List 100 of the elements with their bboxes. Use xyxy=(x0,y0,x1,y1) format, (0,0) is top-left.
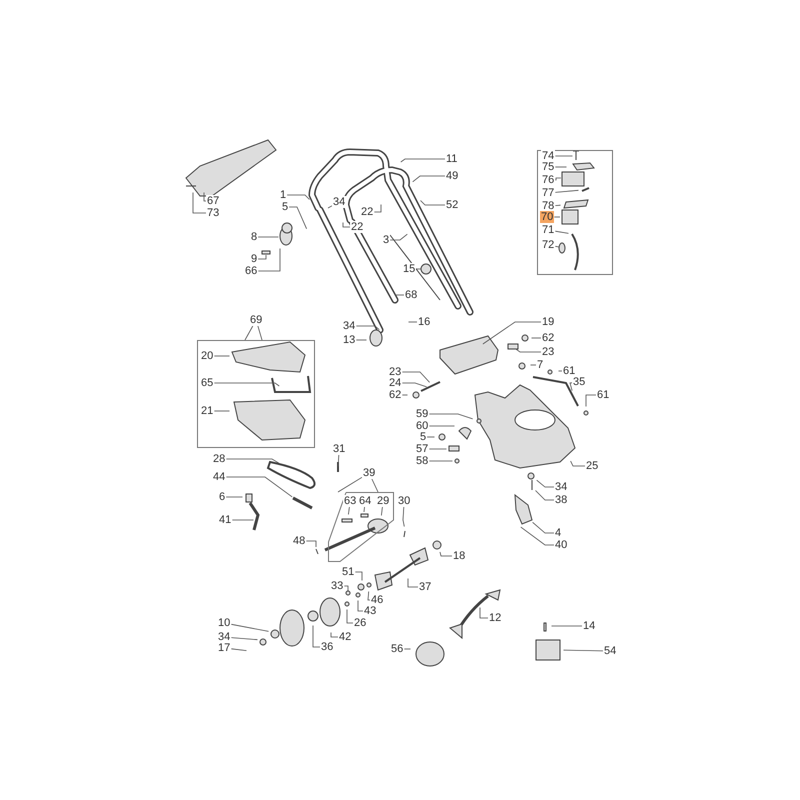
leader-line xyxy=(532,522,554,534)
callout-number: 62 xyxy=(541,332,556,344)
leader-line xyxy=(258,236,279,238)
leader-line xyxy=(226,496,243,498)
callout-number: 73 xyxy=(206,207,220,219)
leader-line xyxy=(554,166,567,168)
callout-number: 52 xyxy=(445,199,460,211)
callout-number: 34 xyxy=(342,320,356,332)
callout-number: 7 xyxy=(536,359,544,371)
callout-number: 22 xyxy=(350,221,364,233)
callout-number: 70 xyxy=(540,211,554,223)
callout-number: 66 xyxy=(244,265,258,277)
callout-number: 75 xyxy=(541,161,556,173)
callout-number: 8 xyxy=(250,231,258,243)
leader-line xyxy=(244,326,254,340)
callout-number: 30 xyxy=(397,495,412,507)
callout-number: 1 xyxy=(279,189,288,201)
callout-number: 63 xyxy=(343,495,358,507)
callout-number: 31 xyxy=(332,443,346,455)
leader-line xyxy=(226,476,293,498)
leader-line xyxy=(402,372,430,383)
leader-line xyxy=(554,178,562,180)
leader-line xyxy=(204,192,206,202)
callout-number: 61 xyxy=(562,365,576,377)
callout-number: 56 xyxy=(390,643,404,655)
group-frame xyxy=(537,150,613,275)
callout-number: 77 xyxy=(541,187,556,199)
leader-line xyxy=(342,222,350,228)
leader-line xyxy=(402,506,405,527)
callout-number: 67 xyxy=(206,195,220,207)
leader-line xyxy=(358,600,364,612)
leader-line xyxy=(364,506,365,512)
leader-line xyxy=(400,158,446,162)
leader-line xyxy=(402,394,408,396)
callout-number: 42 xyxy=(338,631,352,643)
callout-number: 17 xyxy=(217,642,232,654)
callout-number: 13 xyxy=(342,334,356,346)
callout-number: 64 xyxy=(358,495,372,507)
callout-number: 65 xyxy=(200,377,214,389)
leader-line xyxy=(328,205,332,208)
callout-number: 5 xyxy=(419,431,428,443)
leader-line xyxy=(428,414,474,420)
leader-line xyxy=(381,506,383,516)
callout-number: 40 xyxy=(554,539,568,551)
leader-line xyxy=(258,326,262,340)
callout-number: 38 xyxy=(554,494,568,506)
leader-line xyxy=(426,436,435,438)
leader-line xyxy=(356,326,380,330)
callout-number: 15 xyxy=(402,263,416,275)
leader-line xyxy=(440,552,452,556)
callout-number: 11 xyxy=(445,153,458,165)
leader-line xyxy=(348,506,350,515)
leader-line xyxy=(569,382,572,391)
callout-number: 39 xyxy=(362,467,376,479)
callout-number: 23 xyxy=(541,346,556,358)
callout-number: 74 xyxy=(541,150,556,162)
callout-number: 44 xyxy=(212,471,226,483)
leader-line xyxy=(230,637,258,640)
leader-line xyxy=(420,200,446,206)
leader-line xyxy=(258,248,280,272)
leader-line xyxy=(428,460,453,462)
callout-number: 19 xyxy=(541,316,556,328)
callout-number: 37 xyxy=(418,581,432,593)
leader-line xyxy=(312,625,320,648)
leader-line xyxy=(230,648,247,651)
callout-number: 48 xyxy=(292,535,306,547)
callout-number: 51 xyxy=(341,566,356,578)
callout-number: 57 xyxy=(415,443,430,455)
leader-line xyxy=(192,192,206,214)
callout-number: 43 xyxy=(363,605,378,617)
leader-line xyxy=(536,480,554,488)
callout-number: 34 xyxy=(554,481,568,493)
leader-line xyxy=(482,322,542,344)
callout-number: 35 xyxy=(572,376,586,388)
callout-number: 9 xyxy=(250,253,258,265)
callout-number: 34 xyxy=(217,631,232,643)
leader-line xyxy=(554,216,560,218)
callout-number: 22 xyxy=(360,206,374,218)
leader-line xyxy=(288,206,307,230)
leader-line xyxy=(586,394,596,407)
callout-number: 68 xyxy=(404,289,418,301)
leader-line xyxy=(258,254,266,260)
leader-line xyxy=(515,348,542,352)
leader-line xyxy=(530,364,536,366)
leader-line xyxy=(368,591,370,600)
callout-number: 33 xyxy=(330,580,344,592)
leader-line xyxy=(226,458,280,464)
callout-number: 14 xyxy=(582,620,596,632)
leader-line xyxy=(344,586,348,592)
callout-number: 72 xyxy=(541,239,556,251)
callout-number: 10 xyxy=(217,617,232,629)
callout-number: 58 xyxy=(415,455,430,467)
leader-line xyxy=(354,572,362,581)
leader-line xyxy=(214,382,280,386)
leader-line xyxy=(286,194,310,200)
leader-line xyxy=(408,578,418,588)
leader-line xyxy=(390,234,408,240)
callout-number: 6 xyxy=(218,491,226,503)
callout-number: 26 xyxy=(353,617,368,629)
callout-number: 62 xyxy=(388,389,402,401)
